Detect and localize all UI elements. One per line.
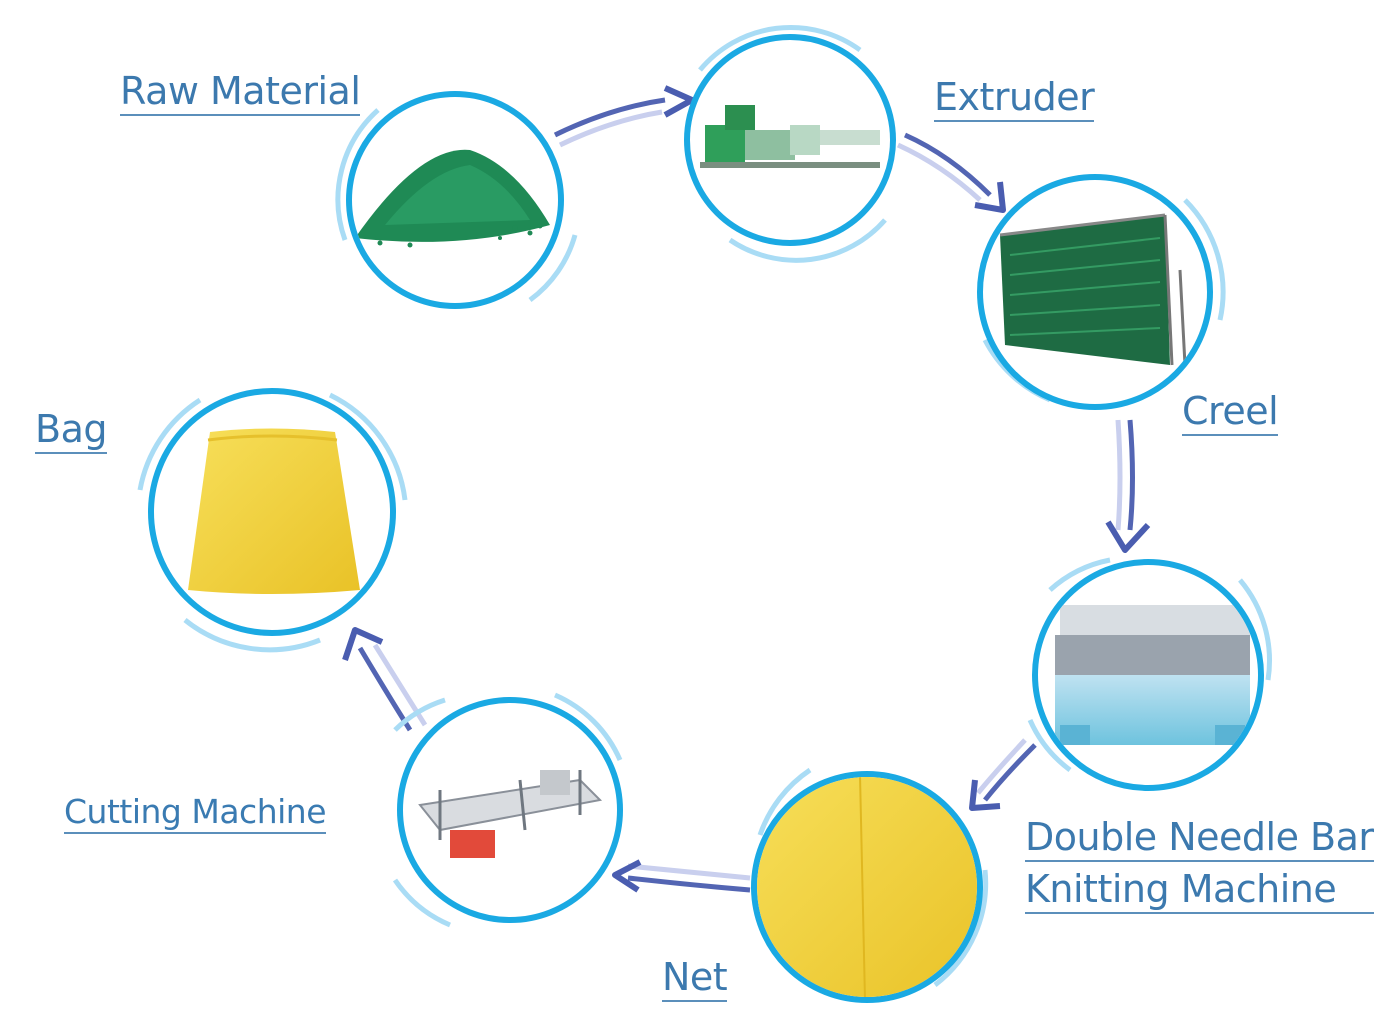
stage-raw-material — [338, 94, 575, 306]
extruder-label: Extruder — [934, 78, 1094, 122]
arrow-extruder-to-creel — [898, 135, 1003, 210]
arrow-knitting-to-net — [972, 740, 1035, 808]
stage-knitting-machine — [1030, 560, 1270, 788]
knitting-machine-label-line-2: Knitting Machine — [1025, 870, 1374, 914]
creel-rack-image — [1000, 215, 1185, 365]
stage-bag — [140, 391, 405, 650]
cutting-machine-label: Cutting Machine — [64, 795, 326, 834]
arrow-creel-to-knitting — [1108, 420, 1148, 550]
stage-creel — [980, 177, 1223, 407]
creel-label: Creel — [1182, 392, 1278, 436]
arrow-net-to-cutting — [615, 862, 750, 890]
arrow-raw-to-extruder — [555, 88, 692, 145]
knitting-machine-label-line-1: Double Needle Bar — [1025, 818, 1374, 862]
net-label: Net — [662, 958, 727, 1002]
knitting-machine-label: Double Needle Bar Knitting Machine — [1025, 818, 1374, 926]
bag-label: Bag — [35, 410, 107, 454]
raw-material-label: Raw Material — [120, 72, 360, 116]
stage-extruder — [687, 27, 893, 260]
stage-cutting-machine — [395, 695, 620, 925]
stage-net — [750, 770, 986, 1005]
yellow-bag-image — [188, 429, 360, 595]
knitting-machine-image — [1055, 605, 1250, 745]
